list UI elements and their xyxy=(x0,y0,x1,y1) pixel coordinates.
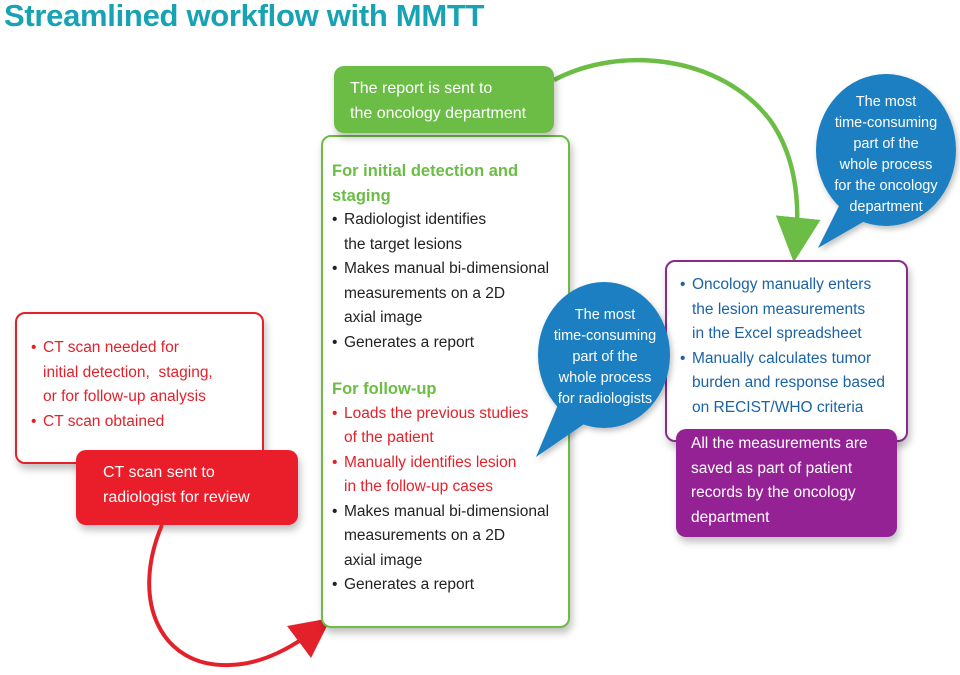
ct-sent-box: CT scan sent to radiologist for review xyxy=(76,450,298,525)
list-item: Oncology manually enters the lesion meas… xyxy=(680,273,906,347)
follow-up-heading: For follow-up xyxy=(332,380,437,398)
list-item: Generates a report xyxy=(332,573,568,598)
list-item: Generates a report xyxy=(332,331,568,356)
ct-request-item: CT scan needed for initial detection, st… xyxy=(31,336,262,410)
list-item: Makes manual bi-dimensional measurements… xyxy=(332,257,568,331)
oncology-box: Oncology manually enters the lesion meas… xyxy=(665,260,908,442)
follow-up-list: Loads the previous studies of the patien… xyxy=(332,402,568,598)
speech-bubble-oncology xyxy=(816,74,956,248)
list-item-highlighted: Loads the previous studies of the patien… xyxy=(332,402,568,451)
ct-request-box: CT scan needed for initial detection, st… xyxy=(15,312,264,464)
radiology-box: For initial detection and staging Radiol… xyxy=(321,135,570,628)
bubble-oncology-text: The most time-consuming part of the whol… xyxy=(834,94,938,215)
list-item: Makes manual bi-dimensional measurements… xyxy=(332,500,568,574)
page-title: Streamlined workflow with MMTT xyxy=(4,0,485,33)
ct-request-item: CT scan obtained xyxy=(31,410,262,435)
list-item-highlighted: Manually identifies lesion in the follow… xyxy=(332,451,568,500)
initial-detection-list: Radiologist identifies the target lesion… xyxy=(332,208,568,355)
speech-bubble-radiologists xyxy=(536,282,670,457)
report-sent-box: The report is sent to the oncology depar… xyxy=(334,66,554,133)
initial-detection-heading: For initial detection and staging xyxy=(332,162,519,205)
arrow-ct-to-radiology xyxy=(147,524,332,668)
list-item: Radiologist identifies the target lesion… xyxy=(332,208,568,257)
arrow-report-to-oncology xyxy=(552,57,821,263)
list-item: Manually calculates tumor burden and res… xyxy=(680,347,906,421)
measurements-saved-box: All the measurements are saved as part o… xyxy=(676,429,897,537)
bubble-radiologists-text: The most time-consuming part of the whol… xyxy=(553,307,657,407)
